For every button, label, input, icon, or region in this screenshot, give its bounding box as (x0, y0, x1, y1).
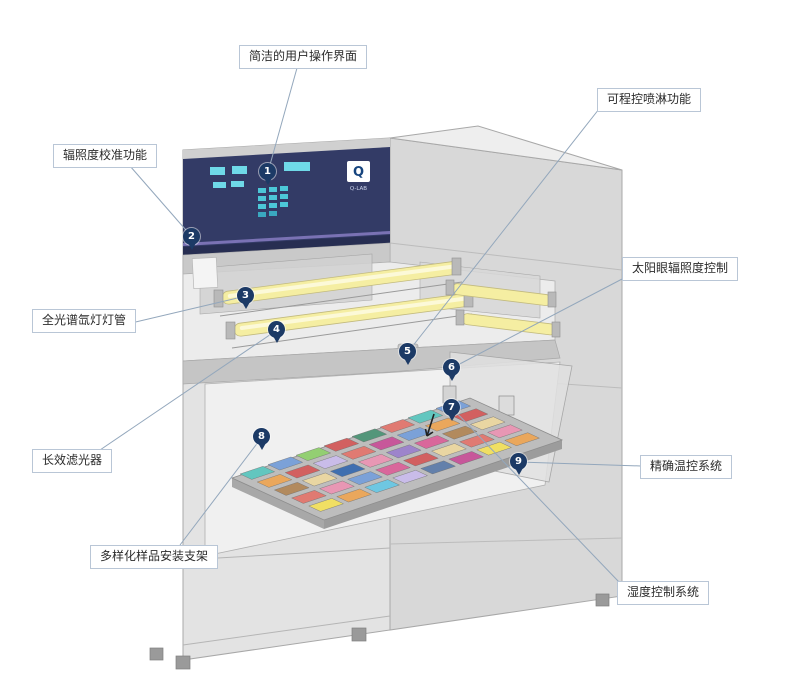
calibration-port (191, 257, 219, 289)
leader-line-6 (451, 277, 625, 369)
sample-swatch (407, 409, 444, 424)
sample-swatch (336, 488, 372, 503)
specimen-chamber (182, 339, 573, 557)
label-specimen-mounting: 多样化样品安装支架 (90, 545, 219, 569)
callout-pin-2: 2 (183, 228, 200, 250)
sample-swatch (424, 417, 461, 432)
sample-swatch (351, 428, 388, 443)
sample-tray (230, 397, 564, 529)
sample-swatch (347, 471, 383, 485)
sample-swatch (385, 444, 422, 459)
sample-swatch (267, 456, 304, 471)
panel-display-segments (210, 162, 310, 188)
callout-pin-6: 6 (443, 359, 460, 381)
sample-swatch (239, 466, 276, 480)
sample-swatch (476, 441, 512, 456)
sample-swatch (413, 435, 450, 449)
brand-logo: Q Q-LAB (347, 161, 370, 192)
sample-swatch (256, 474, 293, 488)
callout-pin-3: 3 (237, 287, 254, 309)
machine-feet (149, 593, 610, 670)
sample-swatch (295, 447, 332, 461)
sample-swatch (431, 443, 467, 457)
panel-keypad (258, 186, 288, 217)
sample-swatch (291, 490, 327, 504)
sample-swatch (368, 436, 405, 451)
callout-pin-5: 5 (399, 343, 416, 365)
sample-swatch (273, 482, 310, 496)
sample-swatch (357, 453, 394, 468)
sample-swatch (379, 419, 416, 433)
label-optical-filter: 长效滤光器 (32, 449, 113, 473)
leader-line-1 (267, 67, 298, 173)
sample-swatch (301, 472, 338, 487)
leader-line-7 (451, 407, 620, 583)
sample-swatch (403, 452, 439, 467)
label-solar-eye-control: 太阳眼辐照度控制 (622, 257, 739, 281)
label-humidity-control: 湿度控制系统 (617, 581, 710, 605)
leader-line-3 (126, 295, 247, 325)
leader-line-9 (518, 461, 642, 467)
leader-line-5 (407, 108, 600, 353)
sample-swatch (319, 480, 355, 495)
sample-swatch (340, 445, 377, 460)
airflow-arrow (424, 413, 435, 437)
sample-swatch (329, 463, 366, 477)
callout-pin-4: 4 (268, 321, 285, 343)
sample-swatch (469, 416, 506, 431)
sample-swatch (375, 461, 411, 476)
callout-pin-9: 9 (510, 453, 527, 475)
label-xenon-lamp: 全光谱氙灯灯管 (32, 309, 137, 333)
label-temperature-control: 精确温控系统 (640, 455, 733, 479)
sample-swatch (308, 498, 344, 512)
label-irradiance-calibration: 辐照度校准功能 (53, 144, 158, 168)
leader-line-2 (129, 165, 193, 238)
sample-swatch (284, 464, 321, 479)
label-user-interface: 简洁的用户操作界面 (239, 45, 368, 69)
sample-swatches (239, 400, 540, 512)
sample-swatch (504, 432, 540, 447)
sample-swatch (312, 455, 349, 469)
leader-line-4 (99, 329, 278, 451)
sample-swatch (323, 437, 360, 452)
callout-pin-7: 7 (443, 399, 460, 421)
sample-swatch (441, 425, 478, 440)
sample-swatch (459, 433, 495, 448)
sample-swatch (420, 460, 456, 475)
callout-pin-8: 8 (253, 428, 270, 450)
xenon-lamp-tubes (213, 257, 561, 340)
sample-swatch (487, 424, 523, 439)
leader-lines (99, 67, 642, 583)
brand-logo-caption: Q-LAB (350, 186, 367, 192)
brand-logo-letter: Q (353, 165, 364, 180)
callout-pin-1: 1 (259, 163, 276, 185)
sample-swatch (364, 479, 400, 493)
leader-line-8 (179, 436, 263, 546)
sample-swatch (448, 451, 484, 465)
control-panel: Q Q-LAB (183, 147, 390, 255)
sample-swatch (392, 469, 428, 484)
label-spray-function: 可程控喷淋功能 (597, 88, 702, 112)
